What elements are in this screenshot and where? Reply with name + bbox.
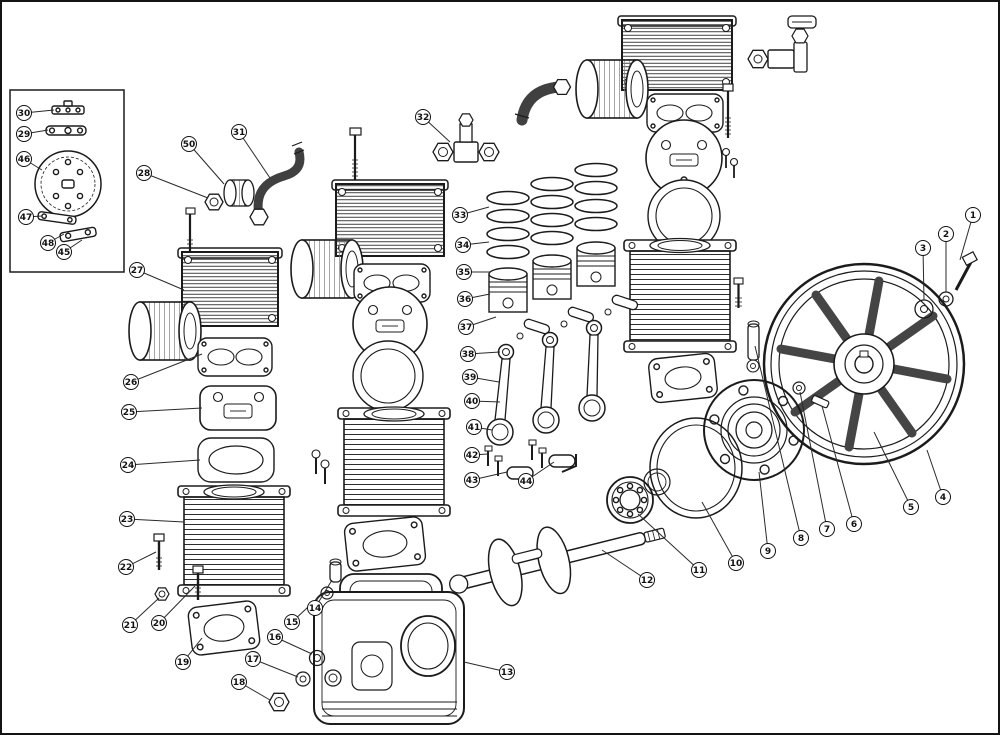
callout-28: 28 — [136, 165, 152, 181]
callout-4: 4 — [935, 489, 951, 505]
check-valve-tee — [432, 113, 500, 163]
flywheel-washer-small — [938, 291, 954, 307]
callout-6: 6 — [846, 516, 862, 532]
callout-48: 48 — [40, 235, 56, 251]
air-filter-middle — [290, 239, 364, 299]
intake-hose-elbow — [514, 78, 572, 126]
callout-34: 34 — [455, 237, 471, 253]
callout-43: 43 — [464, 472, 480, 488]
outlet-tee-fitting — [747, 15, 817, 73]
air-filter-left — [128, 301, 202, 361]
plate-screws-right — [721, 147, 739, 178]
callout-47: 47 — [18, 209, 34, 225]
callout-11: 11 — [691, 562, 707, 578]
callout-32: 32 — [415, 109, 431, 125]
callout-2: 2 — [938, 226, 954, 242]
callout-35: 35 — [456, 264, 472, 280]
callout-10: 10 — [728, 555, 744, 571]
callout-9: 9 — [760, 543, 776, 559]
callout-17: 17 — [245, 651, 261, 667]
ball-bearing — [606, 476, 654, 524]
callout-39: 39 — [462, 369, 478, 385]
callout-46: 46 — [16, 151, 32, 167]
callout-44: 44 — [518, 473, 534, 489]
callout-1: 1 — [965, 207, 981, 223]
reed-strip-part — [37, 211, 77, 225]
callout-22: 22 — [118, 559, 134, 575]
callout-45: 45 — [56, 244, 72, 260]
callout-20: 20 — [151, 615, 167, 631]
base-gasket-middle — [343, 516, 427, 572]
valve-plate-right — [645, 119, 723, 197]
callout-29: 29 — [16, 126, 32, 142]
piston — [488, 267, 528, 313]
callout-18: 18 — [231, 674, 247, 690]
head-stud-left — [185, 207, 196, 252]
connecting-rod — [486, 343, 515, 446]
cylinder-stud-right — [733, 277, 744, 308]
callout-12: 12 — [639, 572, 655, 588]
pistons — [488, 241, 616, 313]
base-gasket-left — [187, 600, 261, 656]
callout-42: 42 — [464, 447, 480, 463]
flywheel-hub — [833, 333, 895, 395]
base-bolt — [192, 565, 204, 600]
cylinder-gasket-left — [197, 437, 275, 483]
plate-screws-middle — [311, 449, 330, 484]
callout-15: 15 — [284, 614, 300, 630]
callout-19: 19 — [175, 654, 191, 670]
wrist-pins — [516, 294, 639, 340]
drain-washer — [295, 671, 311, 687]
callout-26: 26 — [123, 374, 139, 390]
head-bolt-right — [722, 83, 734, 138]
air-filter-right — [575, 59, 649, 119]
connecting-rod — [532, 331, 560, 434]
valve-plate-left — [199, 385, 277, 431]
callout-41: 41 — [466, 419, 482, 435]
connecting-rod — [578, 319, 606, 422]
callout-25: 25 — [121, 404, 137, 420]
callout-33: 33 — [452, 207, 468, 223]
callout-31: 31 — [231, 124, 247, 140]
piston-rings — [486, 162, 618, 260]
valve-plate-disc — [34, 150, 102, 218]
cylinder-right — [623, 237, 737, 353]
piston — [576, 241, 616, 287]
base-gasket-right — [648, 352, 718, 404]
hex-drain-plug — [268, 692, 290, 712]
callout-27: 27 — [129, 262, 145, 278]
connecting-rods — [486, 319, 606, 446]
intake-elbow — [249, 141, 305, 226]
callout-21: 21 — [122, 617, 138, 633]
callout-8: 8 — [793, 530, 809, 546]
breather-tube — [329, 558, 342, 583]
callout-5: 5 — [903, 499, 919, 515]
callout-23: 23 — [119, 511, 135, 527]
callout-24: 24 — [120, 457, 136, 473]
callout-7: 7 — [819, 521, 835, 537]
intake-nut — [204, 193, 224, 211]
callout-40: 40 — [464, 393, 480, 409]
cylinder-bolt — [153, 533, 165, 570]
piston — [532, 254, 572, 300]
crankshaft — [449, 526, 666, 607]
callout-14: 14 — [307, 600, 323, 616]
seal-ring — [643, 468, 671, 496]
sight-glass-plug — [308, 649, 326, 667]
cylinder-middle — [337, 406, 451, 517]
callout-37: 37 — [458, 319, 474, 335]
callout-38: 38 — [460, 346, 476, 362]
callout-13: 13 — [499, 664, 515, 680]
silencer-drum — [223, 179, 255, 207]
callout-3: 3 — [915, 240, 931, 256]
callout-16: 16 — [267, 629, 283, 645]
callout-50: 50 — [181, 136, 197, 152]
callout-30: 30 — [16, 105, 32, 121]
head-bolt-middle — [349, 127, 362, 180]
callout-36: 36 — [457, 291, 473, 307]
